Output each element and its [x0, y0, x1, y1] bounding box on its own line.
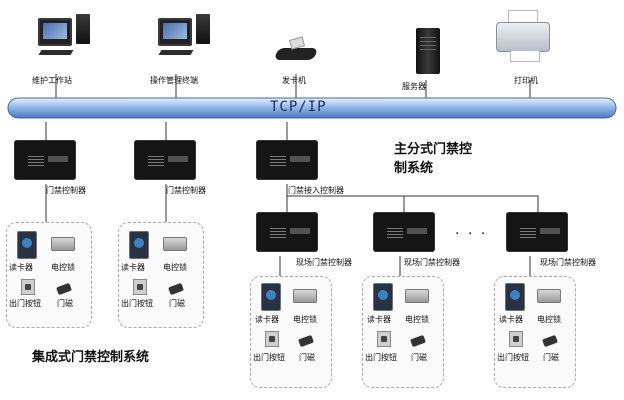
card-reader-icon: [17, 231, 37, 259]
field-controller-1: [256, 212, 318, 252]
card-reader-icon: [505, 283, 525, 311]
device-label-workstation: 维护工作站: [32, 76, 72, 85]
more-controllers-ellipsis: · · ·: [455, 226, 488, 242]
door-sensor-label: 门磁: [543, 353, 559, 362]
device-label-printer: 打印机: [514, 76, 538, 85]
exit-button-label: 出门按钮: [9, 299, 41, 308]
door-sensor-icon: [542, 334, 558, 348]
door-sensor-label: 门磁: [299, 353, 315, 362]
server-icon: [416, 28, 440, 74]
electric-lock-icon: [51, 237, 75, 251]
card-reader-icon: [261, 283, 281, 311]
device-label-card-issuer: 发卡机: [282, 76, 306, 85]
exit-button-icon: [21, 279, 35, 295]
reader-label: 读卡器: [499, 315, 523, 324]
lock-label: 电控锁: [163, 263, 187, 272]
reader-label: 读卡器: [367, 315, 391, 324]
door-sensor-icon: [298, 334, 314, 348]
exit-button-icon: [265, 331, 279, 347]
door-sensor-label: 门磁: [411, 353, 427, 362]
lock-label: 电控锁: [51, 263, 75, 272]
electric-lock-icon: [293, 289, 317, 303]
integrated-device-group-1: 读卡器 电控锁 出门按钮 门磁: [6, 222, 92, 328]
door-controller-1: [14, 140, 76, 180]
field-device-group-3: 读卡器 电控锁 出门按钮 门磁: [494, 276, 576, 388]
exit-button-icon: [509, 331, 523, 347]
exit-button-label: 出门按钮: [121, 299, 153, 308]
electric-lock-icon: [163, 237, 187, 251]
integrated-system-title: 集成式门禁控制系统: [32, 350, 150, 365]
field-controller-2: [373, 212, 435, 252]
exit-button-label: 出门按钮: [497, 353, 529, 362]
device-label-server: 服务器: [402, 82, 426, 91]
reader-label: 读卡器: [121, 263, 145, 272]
access-controller-label: 门禁接入控制器: [288, 186, 344, 195]
card-reader-icon: [129, 231, 149, 259]
door-sensor-label: 门磁: [169, 299, 185, 308]
distributed-system-title: 主分式门禁控 制系统: [394, 142, 473, 176]
field-device-group-1: 读卡器 电控锁 出门按钮 门磁: [250, 276, 332, 388]
exit-button-icon: [377, 331, 391, 347]
door-sensor-icon: [56, 282, 72, 296]
electric-lock-icon: [537, 289, 561, 303]
device-label-terminal: 操作管理终端: [150, 76, 198, 85]
field-controller-label-2: 现场门禁控制器: [404, 258, 460, 267]
electric-lock-icon: [405, 289, 429, 303]
door-sensor-icon: [168, 282, 184, 296]
bus-label: TCP/IP: [270, 99, 327, 115]
controller-label-1: 门禁控制器: [46, 186, 86, 195]
access-controller: [256, 140, 318, 180]
field-controller-3: [506, 212, 568, 252]
exit-button-label: 出门按钮: [253, 353, 285, 362]
door-sensor-label: 门磁: [57, 299, 73, 308]
card-reader-icon: [373, 283, 393, 311]
integrated-device-group-2: 读卡器 电控锁 出门按钮 门磁: [118, 222, 204, 328]
field-controller-label-1: 现场门禁控制器: [296, 258, 352, 267]
door-sensor-icon: [410, 334, 426, 348]
field-controller-label-3: 现场门禁控制器: [540, 258, 596, 267]
link-access-to-field-3: [404, 195, 539, 212]
controller-label-2: 门禁控制器: [166, 186, 206, 195]
exit-button-icon: [133, 279, 147, 295]
link-access-to-field-2: [287, 195, 405, 212]
lock-label: 电控锁: [537, 315, 561, 324]
reader-label: 读卡器: [9, 263, 33, 272]
field-device-group-2: 读卡器 电控锁 出门按钮 门磁: [362, 276, 444, 388]
lock-label: 电控锁: [405, 315, 429, 324]
lock-label: 电控锁: [293, 315, 317, 324]
reader-label: 读卡器: [255, 315, 279, 324]
door-controller-2: [134, 140, 196, 180]
network-bus: [7, 97, 617, 119]
exit-button-label: 出门按钮: [365, 353, 397, 362]
